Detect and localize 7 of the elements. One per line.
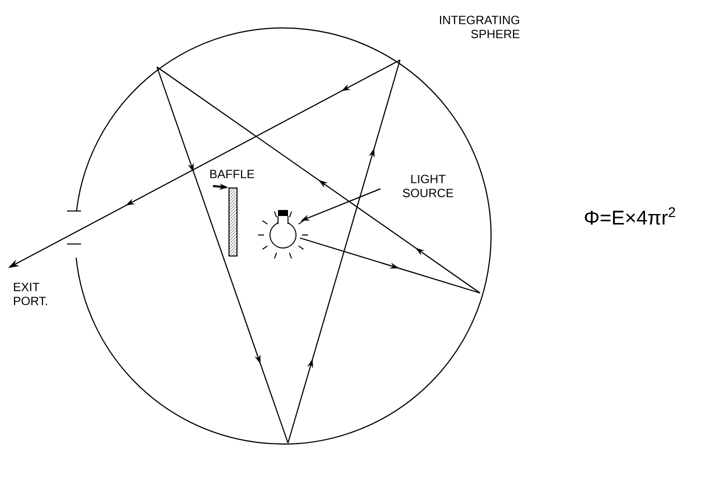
part-label: EXIT PORT. xyxy=(14,282,48,306)
part-label: LIGHT SOURCE xyxy=(402,174,454,198)
part-label: BAFFLE xyxy=(210,170,254,178)
part-label: INTEGRATING SPHERE xyxy=(440,16,520,38)
light-bulb-drawing xyxy=(258,210,308,259)
formula-label: Φ=E×4πr$^{2}$ xyxy=(584,207,676,225)
baffle-bar xyxy=(228,188,238,256)
